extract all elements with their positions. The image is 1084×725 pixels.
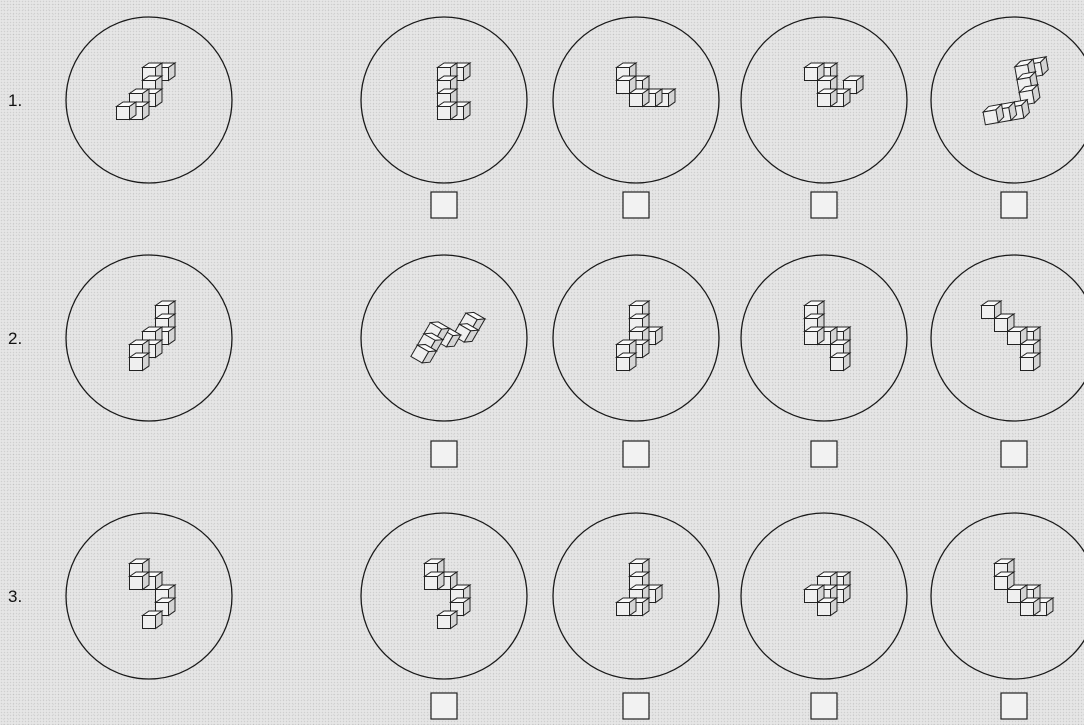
answer-checkbox[interactable] (623, 192, 649, 218)
option-cube-figure (995, 559, 1054, 616)
answer-checkbox[interactable] (1001, 693, 1027, 719)
option-cube-figure (438, 63, 471, 120)
target-cube-figure (130, 559, 176, 629)
option-circle (931, 17, 1084, 183)
option-circle (361, 513, 527, 679)
target-circle (66, 513, 232, 679)
option-cube-figure (982, 301, 1041, 371)
answer-checkbox[interactable] (1001, 192, 1027, 218)
option-cube-figure (805, 301, 851, 371)
option-cube-figure (976, 57, 1056, 125)
answer-checkbox[interactable] (431, 693, 457, 719)
option-cube-figure (425, 559, 471, 629)
answer-checkbox[interactable] (431, 192, 457, 218)
question-number: 3. (8, 587, 22, 606)
answer-checkbox[interactable] (1001, 441, 1027, 467)
question-number: 1. (8, 91, 22, 110)
target-cube-figure (130, 301, 176, 371)
option-cube-figure (617, 301, 663, 371)
option-cube-figure (411, 296, 485, 379)
question-number: 2. (8, 329, 22, 348)
answer-checkbox[interactable] (623, 693, 649, 719)
option-cube-figure (617, 63, 676, 107)
option-cube-figure (805, 572, 851, 616)
answer-checkbox[interactable] (623, 441, 649, 467)
target-cube-figure (117, 63, 176, 120)
option-cube-figure (617, 559, 663, 616)
answer-checkbox[interactable] (811, 693, 837, 719)
answer-checkbox[interactable] (811, 441, 837, 467)
answer-checkbox[interactable] (431, 441, 457, 467)
option-cube-figure (805, 63, 864, 107)
answer-checkbox[interactable] (811, 192, 837, 218)
